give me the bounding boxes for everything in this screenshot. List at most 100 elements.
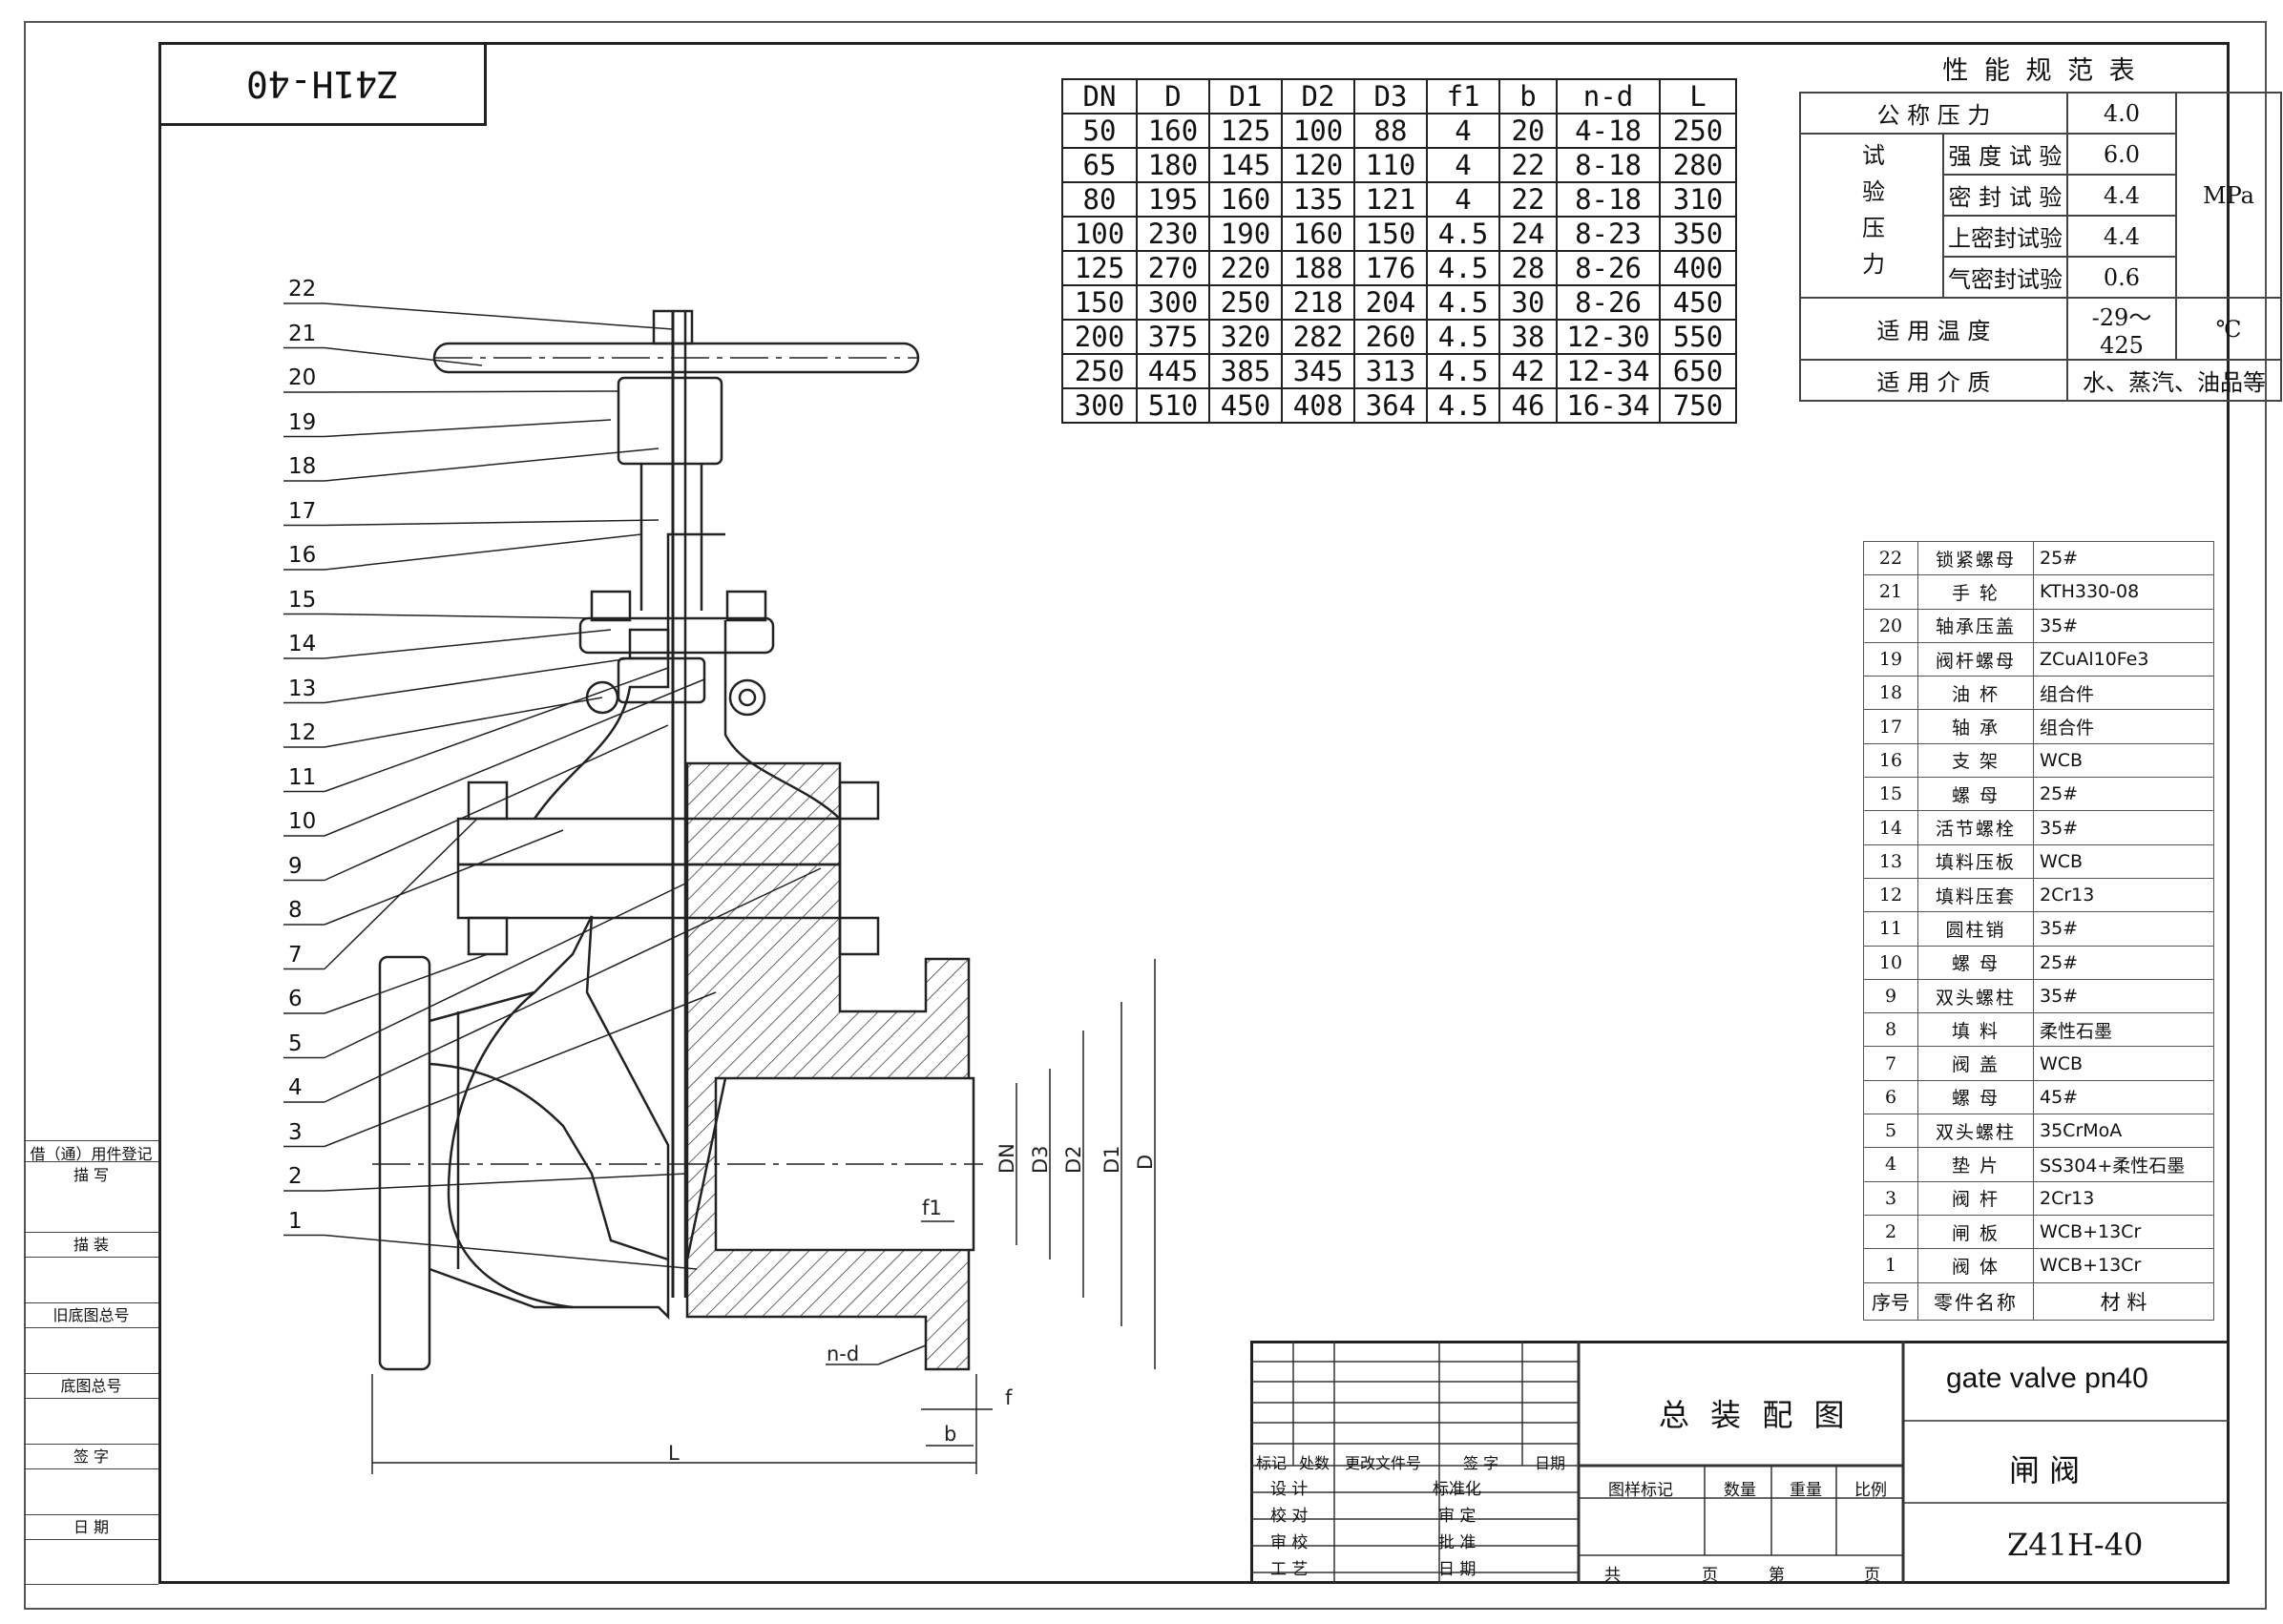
leader-line [324, 419, 612, 438]
bom-cell-material: 45# [2033, 1079, 2214, 1115]
bom-cell-name: 闸 板 [1917, 1214, 2034, 1250]
callout-number: 2 [288, 1164, 303, 1189]
callout-number: 15 [288, 587, 317, 613]
dimension-cell: 4 [1426, 113, 1500, 149]
reg-trace: 描 装 [24, 1232, 158, 1257]
dimension-cell: 42 [1498, 353, 1558, 389]
dimension-cell: 550 [1659, 319, 1737, 355]
dimension-cell: 300 [1061, 387, 1138, 424]
dimension-cell: 30 [1498, 284, 1558, 321]
mark-header: 数量 [1724, 1481, 1756, 1500]
dimension-cell: 220 [1208, 250, 1283, 286]
title-block: 标记 处数 更改文件号 签 字 日期 设 计 校 对 审 校 工 艺 标准化 审… [1250, 1341, 2230, 1585]
perf-test-name: 上密封试验 [1942, 215, 2068, 258]
bom-cell-material: WCB [2033, 843, 2214, 879]
sheet-unit: 页 [1702, 1566, 1718, 1585]
dimension-cell: 190 [1208, 216, 1283, 252]
reg-blank-4 [24, 1398, 158, 1444]
dim-label-f: f [1005, 1386, 1013, 1409]
callout-number: 12 [288, 720, 317, 745]
dim-label-l: L [668, 1442, 680, 1465]
dimension-label-group: DN D3 D2 D1 D f1 n-d f b L [668, 1143, 1157, 1465]
dim-header: D3 [1353, 78, 1428, 115]
dimension-cell: 8-26 [1556, 284, 1661, 321]
dimension-cell: 400 [1659, 250, 1737, 286]
dim-label-d1: D1 [1100, 1145, 1123, 1174]
dimension-cell: 385 [1208, 353, 1283, 389]
dim-header: L [1659, 78, 1737, 115]
dimension-cell: 8-26 [1556, 250, 1661, 286]
assembly-title: 总 装 配 图 [1659, 1397, 1851, 1433]
bom-cell-no: 21 [1863, 574, 1918, 610]
dimension-cell: 320 [1208, 319, 1283, 355]
model-code: Z41H-40 [2007, 1527, 2144, 1563]
perf-title: 性 能 规 范 表 [1800, 44, 2281, 94]
reg-date: 日 期 [24, 1514, 158, 1539]
dimension-cell: 250 [1659, 113, 1737, 149]
dimension-cell: 364 [1353, 387, 1428, 424]
bom-cell-name: 填料压套 [1917, 877, 2034, 913]
english-name: gate valve pn40 [1946, 1363, 2148, 1394]
perf-nominal-label: 公 称 压 力 [1799, 92, 2068, 135]
dimension-cell: 88 [1353, 113, 1428, 149]
dimension-cell: 160 [1281, 216, 1355, 252]
dim-header: D1 [1208, 78, 1283, 115]
dimension-cell: 12-30 [1556, 319, 1661, 355]
callout-number: 19 [288, 409, 317, 435]
bom-cell-material: 25# [2033, 540, 2214, 576]
bom-cell-material: 35# [2033, 911, 2214, 947]
bom-cell-name: 支 架 [1917, 742, 2034, 779]
dimension-cell: 110 [1353, 147, 1428, 183]
leader-lines [283, 302, 822, 1270]
dim-label-f1: f1 [922, 1197, 942, 1219]
bom-cell-material: WCB [2033, 742, 2214, 779]
dimension-cell: 195 [1136, 181, 1210, 218]
valve-outline [372, 309, 983, 1371]
dim-label-nd: n-d [827, 1343, 859, 1365]
callout-number: 14 [288, 632, 317, 656]
dimension-cell: 4 [1426, 181, 1500, 218]
reg-blank-6 [24, 1539, 158, 1585]
perf-test-value: 4.4 [2066, 215, 2177, 258]
rev-header: 签 字 [1463, 1454, 1499, 1472]
perf-test-name: 气密封试验 [1942, 256, 2068, 299]
bom-cell-material: 2Cr13 [2033, 1180, 2214, 1216]
dimension-cell: 510 [1136, 387, 1210, 424]
perf-temp-value: -29～425 [2066, 297, 2177, 361]
drawing-code-box: Z41H-40 [158, 42, 487, 126]
dimension-cell: 50 [1061, 113, 1138, 149]
rev-header: 标记 [1256, 1454, 1288, 1472]
sign-approve: 审 定 [1438, 1507, 1477, 1526]
dimension-cell: 22 [1498, 181, 1558, 218]
mark-header: 重量 [1790, 1481, 1822, 1500]
reg-old-base: 旧底图总号 [24, 1302, 158, 1327]
dimension-cell: 250 [1061, 353, 1138, 389]
dimension-cell: 200 [1061, 319, 1138, 355]
reg-borrow: 借（通）用件登记 [24, 1140, 158, 1163]
perf-temp-unit: ℃ [2175, 297, 2282, 361]
dimension-cell: 38 [1498, 319, 1558, 355]
perf-unit: MPa [2175, 92, 2282, 299]
bom-cell-name: 填料压板 [1917, 843, 2034, 879]
cn-name: 闸 阀 [2009, 1452, 2081, 1489]
bom-cell-no: 8 [1863, 1012, 1918, 1048]
dimension-cell: 20 [1498, 113, 1558, 149]
performance-table: 性 能 规 范 表 公 称 压 力 4.0 MPa 试验压力 强 度 试 验 6… [1799, 44, 2282, 402]
dimension-cell: 46 [1498, 387, 1558, 424]
reg-blank-2 [24, 1257, 158, 1302]
dim-header: n-d [1556, 78, 1661, 115]
dimension-cell: 150 [1353, 216, 1428, 252]
leader-line [324, 991, 717, 1148]
bom-cell-no: 19 [1863, 641, 1918, 677]
dimension-cell: 280 [1659, 147, 1737, 183]
